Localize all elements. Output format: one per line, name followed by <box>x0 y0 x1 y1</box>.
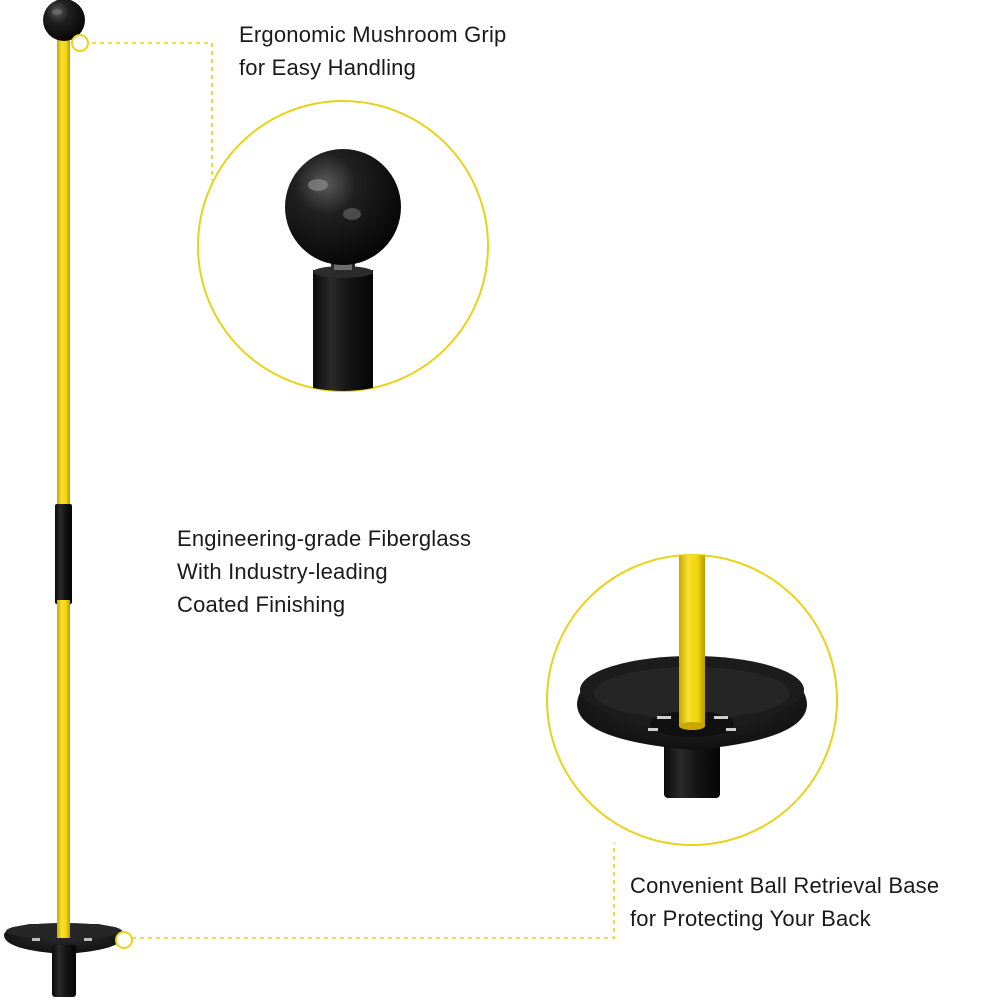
fiberglass-caption-line-2: With Industry-leading <box>177 559 388 584</box>
base-callout-line <box>132 843 615 939</box>
base-caption-line-1: Convenient Ball Retrieval Base <box>630 873 940 898</box>
grip-caption-line-2: for Easy Handling <box>239 55 417 80</box>
mushroom-grip-closeup <box>197 100 489 392</box>
base-callout-dot <box>115 931 133 949</box>
grip-callout-line <box>84 42 213 180</box>
base-caption: Convenient Ball Retrieval Base for Prote… <box>630 869 939 935</box>
pole-lower-shaft <box>57 600 70 935</box>
ball-retrieval-base-closeup <box>546 554 838 846</box>
grip-callout-dot <box>71 34 89 52</box>
fiberglass-caption: Engineering-grade Fiberglass With Indust… <box>177 522 471 621</box>
fiberglass-caption-line-1: Engineering-grade Fiberglass <box>177 526 472 551</box>
grip-caption: Ergonomic Mushroom Grip for Easy Handlin… <box>239 18 506 84</box>
base-caption-line-2: for Protecting Your Back <box>630 906 871 931</box>
pole-connector <box>55 504 72 604</box>
golf-alignment-pole <box>4 0 124 997</box>
pole-upper-shaft <box>57 30 70 508</box>
pole-retrieval-base <box>4 910 124 997</box>
grip-caption-line-1: Ergonomic Mushroom Grip <box>239 22 507 47</box>
fiberglass-caption-line-3: Coated Finishing <box>177 592 346 617</box>
